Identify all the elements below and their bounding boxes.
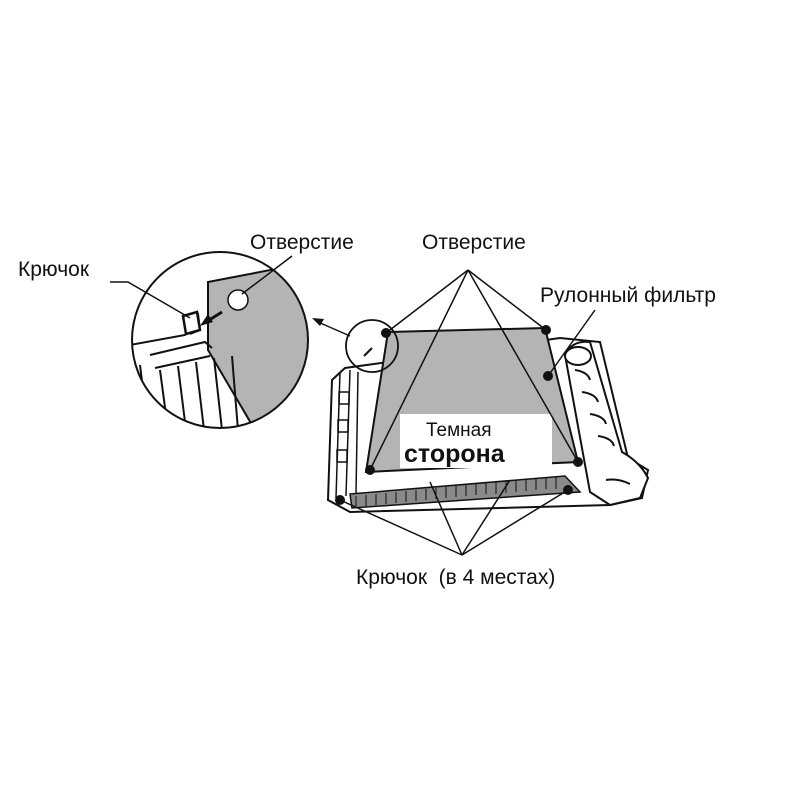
bottom-grille: [349, 475, 582, 509]
hole-point: [541, 325, 551, 335]
label-hole-main: Отверстие: [422, 231, 526, 254]
grille-lines: [355, 477, 557, 506]
hole-point: [365, 465, 375, 475]
hook-point: [563, 485, 573, 495]
hook-points: [335, 485, 573, 505]
label-roll-filter: Рулонный фильтр: [540, 284, 716, 307]
small-circle-mark: [363, 347, 373, 357]
filter-point: [543, 371, 553, 381]
detail-filter-sheet: [207, 260, 308, 428]
hole-points: [365, 325, 583, 475]
detail-hook: [181, 310, 202, 336]
arrow-icon: [200, 314, 213, 326]
label-hook-detail: Крючок: [18, 258, 90, 281]
hole-point: [573, 457, 583, 467]
main-device: Темная сторона: [326, 319, 650, 514]
leader-lines: [110, 255, 596, 556]
magnify-arrow: [312, 318, 351, 337]
small-detail-circle: [345, 319, 399, 373]
hook-point: [335, 495, 345, 505]
roll-holder: [563, 340, 650, 507]
arrow-icon: [312, 318, 324, 326]
detail-magnifier: [131, 251, 309, 429]
left-frame-detail: [335, 369, 359, 499]
label-hooks-four: Крючок (в 4 местах): [356, 566, 555, 589]
dark-side-label-line2: сторона: [404, 440, 506, 468]
dark-side-box: [400, 414, 552, 468]
hole-point: [381, 328, 391, 338]
detail-hole: [227, 289, 249, 311]
label-hole-detail: Отверстие: [250, 231, 354, 254]
detail-circle-outline: [131, 251, 309, 429]
dark-side-label-line1: Темная: [426, 420, 492, 441]
